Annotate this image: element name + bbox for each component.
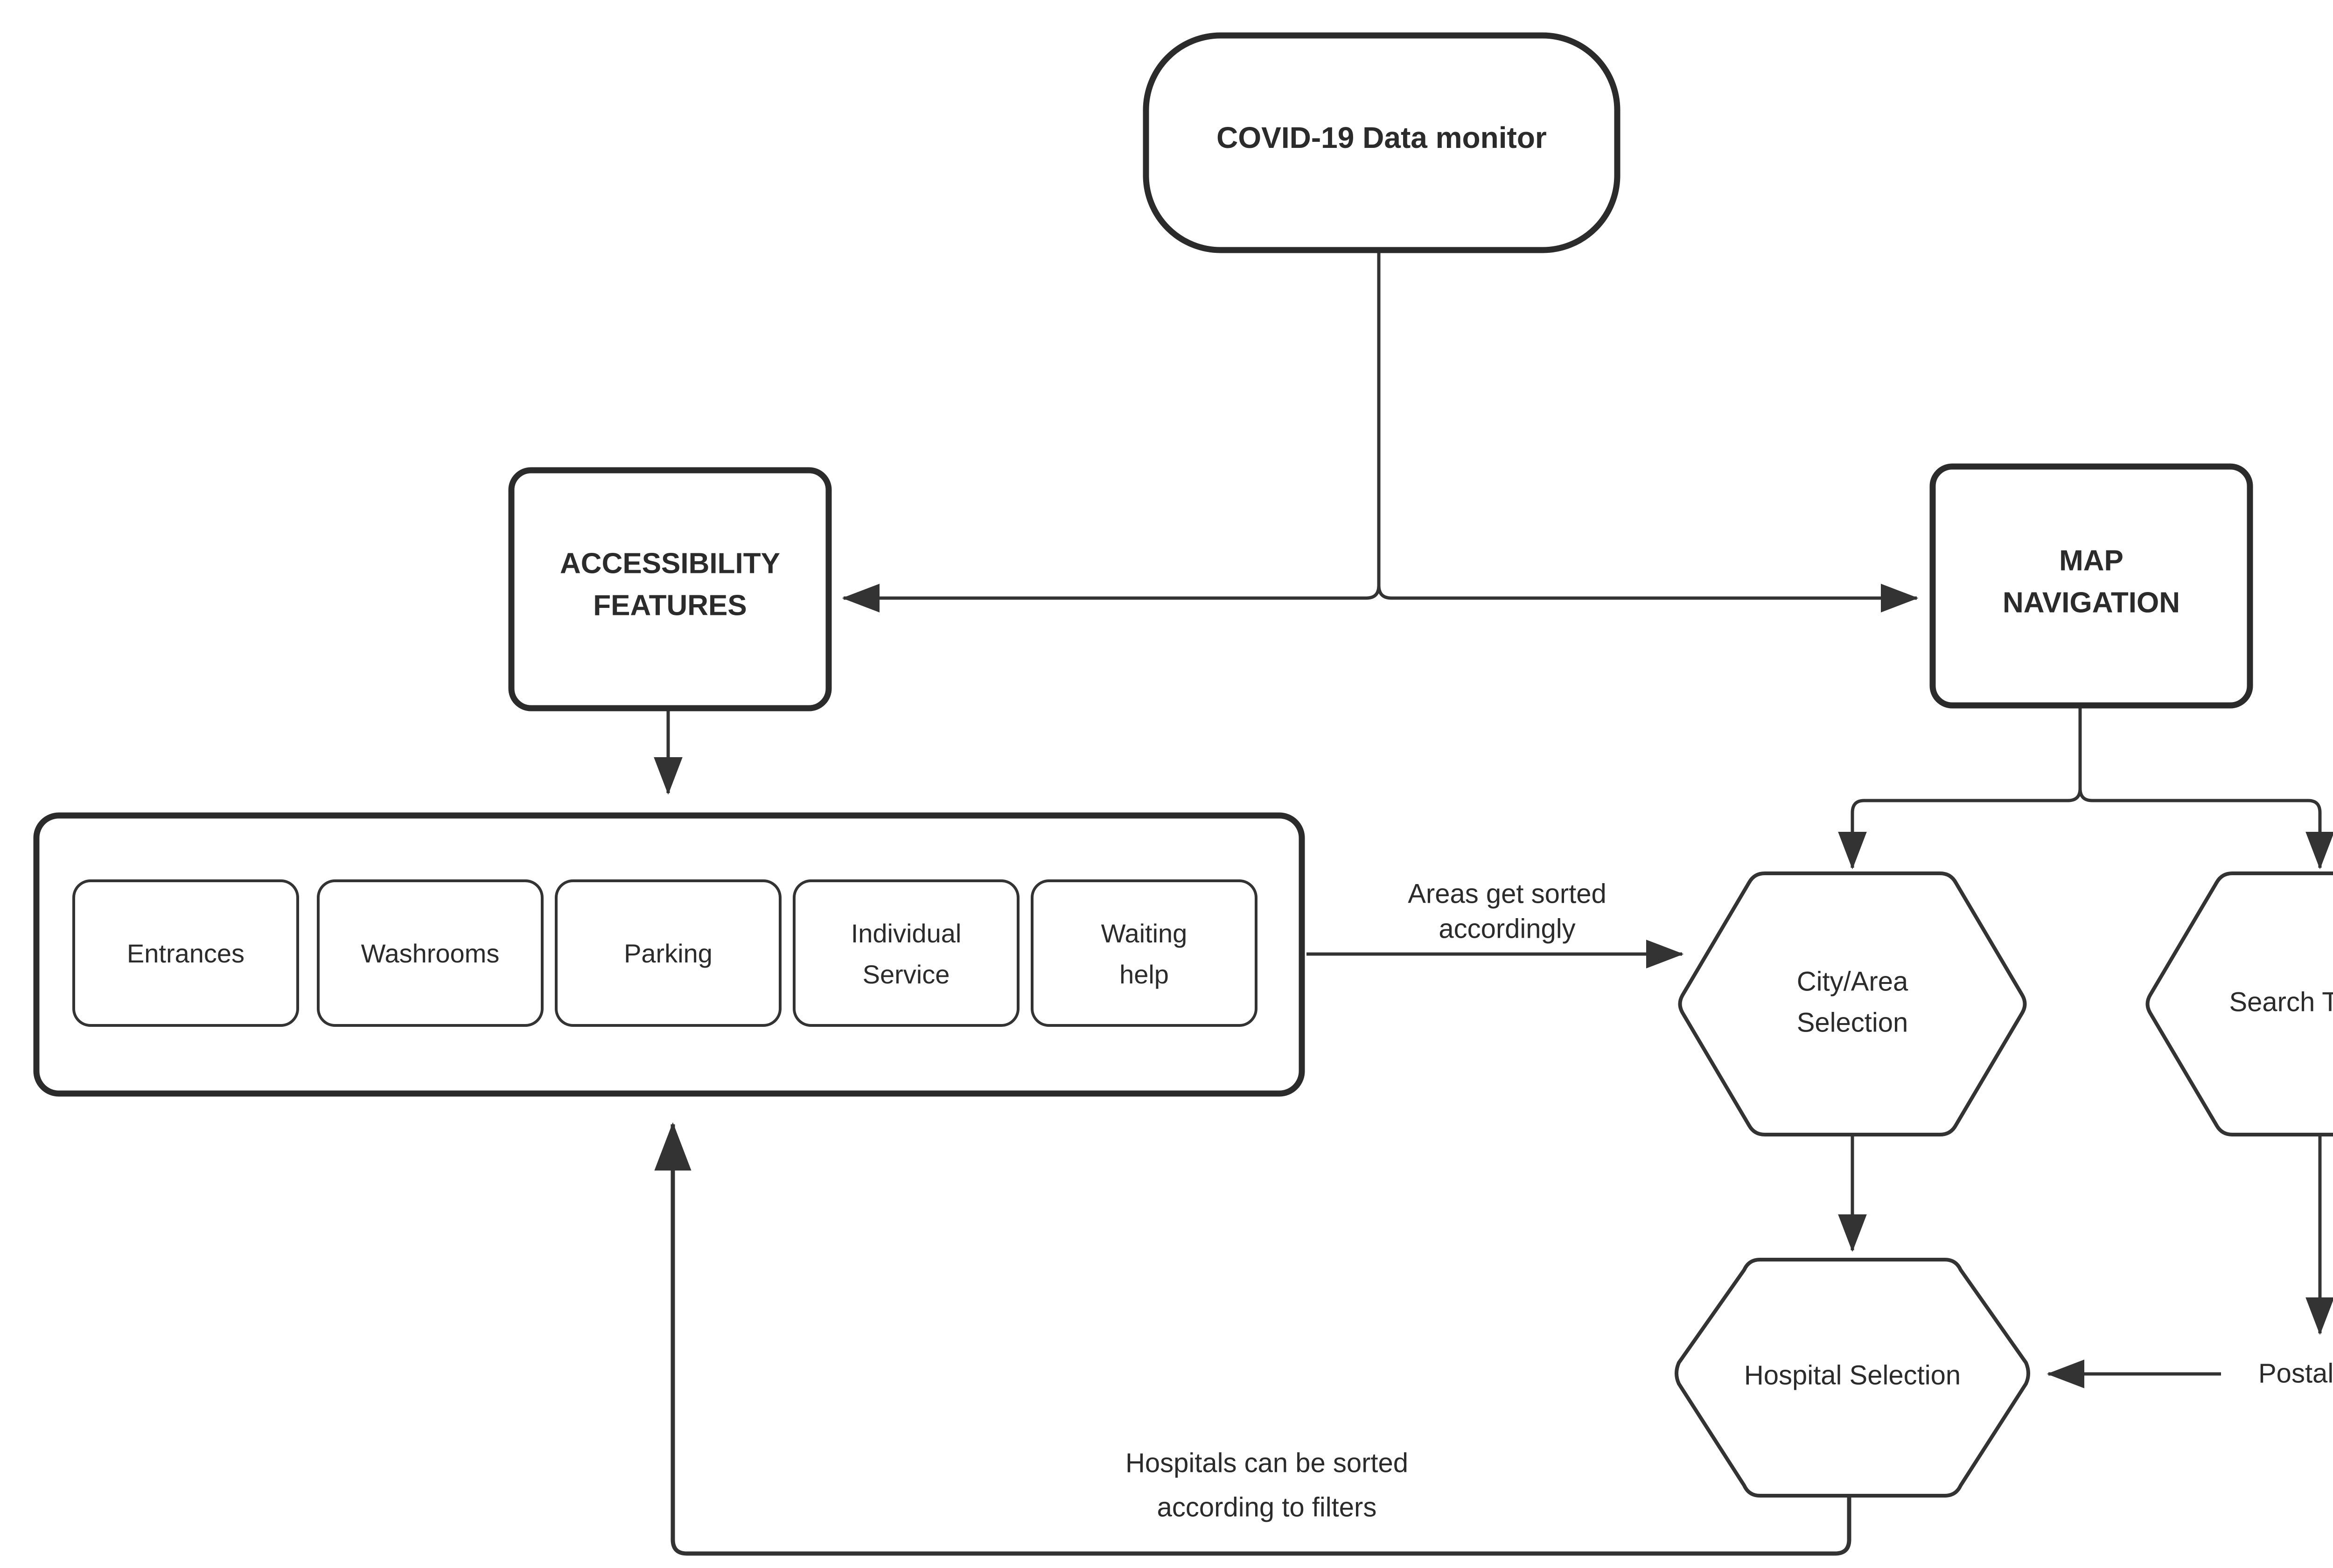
- node-label-search-toolbar: Search Toolbar: [2229, 987, 2333, 1017]
- edge-hospital-to-features-feedback: Hospitals can be sorted according to fil…: [654, 1122, 1851, 1556]
- node-label-accessibility-line2: FEATURES: [593, 589, 747, 621]
- node-label-city-area-line2: Selection: [1797, 1007, 1908, 1038]
- feature-chip-label-waiting-help-line2: help: [1119, 960, 1169, 989]
- node-search-toolbar[interactable]: Search Toolbar: [2145, 871, 2333, 1136]
- edge-features-to-city-area: Areas get sorted accordingly: [1306, 878, 1684, 969]
- edge-label-hospitals-sorted-line2: according to filters: [1157, 1492, 1377, 1522]
- node-postal-code[interactable]: Postal Code: [2258, 1358, 2333, 1388]
- feature-chip-parking[interactable]: Parking: [555, 879, 782, 1027]
- edge-label-hospitals-sorted-line1: Hospitals can be sorted: [1125, 1448, 1408, 1478]
- edge-label-areas-sorted-line2: accordingly: [1439, 913, 1575, 944]
- feature-chip-label-parking: Parking: [624, 939, 712, 968]
- node-label-covid-data-monitor: COVID-19 Data monitor: [1216, 121, 1547, 154]
- node-label-accessibility-line1: ACCESSIBILITY: [560, 547, 780, 579]
- edge-root-split: [842, 252, 1919, 613]
- node-label-hospital-selection: Hospital Selection: [1744, 1360, 1961, 1390]
- node-accessibility-features[interactable]: ACCESSIBILITY FEATURES: [508, 467, 832, 711]
- feature-chip-waiting-help[interactable]: Waiting help: [1031, 879, 1257, 1027]
- node-map-navigation[interactable]: MAP NAVIGATION: [1929, 463, 2253, 709]
- feature-chip-individual-service[interactable]: Individual Service: [793, 879, 1020, 1027]
- node-label-city-area-line1: City/Area: [1797, 966, 1908, 997]
- accessibility-feature-group: Entrances Washrooms Parking Individual S…: [33, 812, 1305, 1097]
- feature-chip-label-entrances: Entrances: [127, 939, 244, 968]
- node-covid-data-monitor[interactable]: COVID-19 Data monitor: [1143, 32, 1621, 253]
- node-label-postal-code: Postal Code: [2258, 1358, 2333, 1388]
- feature-chip-label-individual-service-line2: Service: [863, 960, 950, 989]
- node-label-mapnav-line1: MAP: [2059, 544, 2123, 577]
- edge-mapnav-split: [1838, 705, 2333, 870]
- node-hospital-selection[interactable]: Hospital Selection: [1675, 1258, 2030, 1498]
- feature-chip-washrooms[interactable]: Washrooms: [317, 879, 544, 1027]
- node-label-mapnav-line2: NAVIGATION: [2003, 586, 2180, 619]
- feature-chip-label-waiting-help-line1: Waiting: [1101, 919, 1187, 948]
- feature-chip-label-individual-service-line1: Individual: [851, 919, 962, 948]
- feature-chip-label-washrooms: Washrooms: [361, 939, 500, 968]
- edge-label-areas-sorted-line1: Areas get sorted: [1408, 878, 1607, 909]
- node-city-area-selection[interactable]: City/Area Selection: [1678, 871, 2027, 1136]
- feature-chip-entrances[interactable]: Entrances: [72, 879, 299, 1027]
